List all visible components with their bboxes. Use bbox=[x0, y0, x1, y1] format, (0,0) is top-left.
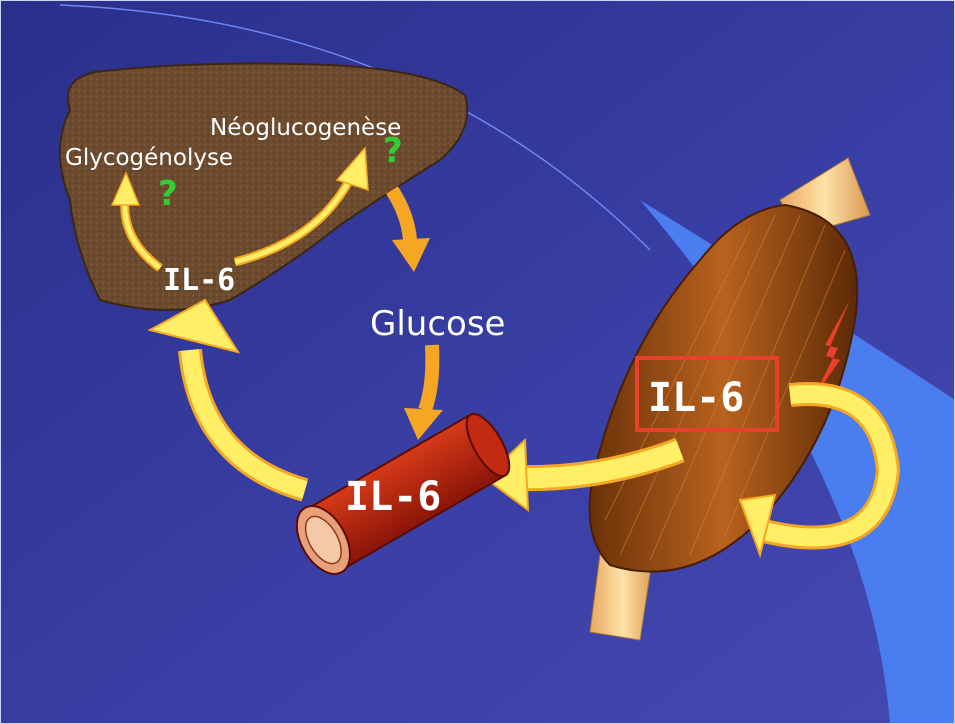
question-mark-neoglucogenese: ? bbox=[383, 131, 403, 171]
label-glycogenolyse: Glycogénolyse bbox=[65, 145, 233, 171]
blood-vessel bbox=[295, 412, 511, 575]
muscle-body bbox=[588, 203, 859, 573]
arrowhead-glycogenolyse bbox=[110, 171, 141, 206]
arrowhead-glucose-to-vessel bbox=[404, 408, 443, 440]
question-mark-glycogenolyse: ? bbox=[158, 174, 178, 214]
arrowhead-liver-to-glucose bbox=[392, 238, 430, 272]
il6-highlight-box bbox=[635, 356, 779, 432]
label-muscle-il6: IL-6 bbox=[648, 375, 744, 421]
label-vessel-il6: IL-6 bbox=[345, 474, 441, 520]
lightning-icon bbox=[812, 300, 850, 400]
arrowhead-neoglucogenese bbox=[335, 146, 369, 192]
arrowhead-vessel-to-liver bbox=[147, 298, 241, 354]
muscle-fibers bbox=[604, 214, 846, 561]
decor-sweep bbox=[640, 200, 955, 724]
label-liver-il6: IL-6 bbox=[163, 263, 235, 298]
label-neoglucogenese: Néoglucogenèse bbox=[210, 115, 401, 141]
label-glucose: Glucose bbox=[370, 304, 505, 344]
arrow-liver-to-glucose bbox=[386, 186, 417, 241]
arrow-glucose-to-vessel bbox=[418, 344, 440, 413]
arrowhead-self-loop bbox=[738, 493, 777, 559]
